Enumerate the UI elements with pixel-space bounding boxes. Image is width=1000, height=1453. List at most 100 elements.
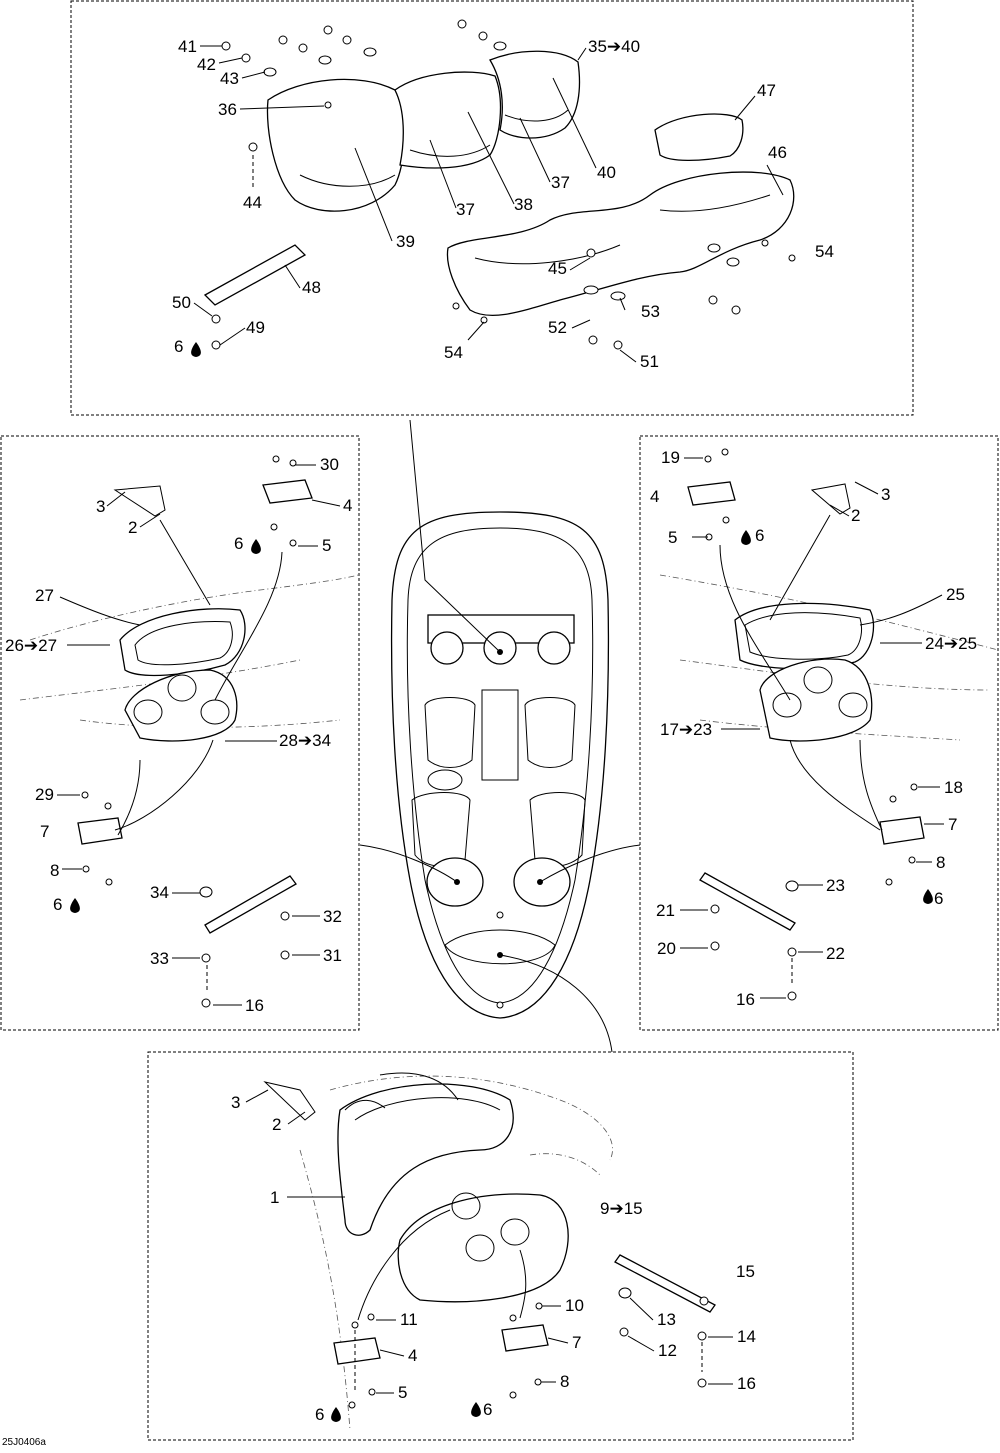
callout-label: 7 [948,815,957,834]
callout-label: 20 [657,939,676,958]
drop-icon [251,539,261,554]
left-panel-frame [0,435,360,1031]
hull-leader-left [359,844,458,883]
callout-label: 14 [737,1327,756,1346]
callout-label: 5 [398,1383,407,1402]
callout-label: 34 [150,883,169,902]
callout-label: 6 [174,337,183,356]
seat-cover-assembly [266,50,581,212]
drop-icon [741,530,751,545]
callout-label: 7 [40,822,49,841]
callout-label: 28➔34 [279,731,331,750]
hull-overview [390,511,610,1019]
callout-label: 42 [197,55,216,74]
right-callouts: 19 4 5 6 3 2 25 24➔25 17➔23 18 7 8 6 21 … [650,448,977,1009]
callout-label: 4 [408,1346,417,1365]
callout-label: 41 [178,37,197,56]
strap-48 [203,244,307,350]
callout-label: 50 [172,293,191,312]
bottom-callouts: 3 2 1 9➔15 11 10 4 7 5 8 6 6 15 13 12 14… [231,1093,756,1424]
callout-label: 51 [640,352,659,371]
hull-leader-top [409,419,501,653]
callout-label: 21 [656,901,675,920]
seat-base-46 [446,171,795,317]
callout-label: 4 [343,496,352,515]
right-panel-parts [659,448,999,1001]
callout-label: 10 [565,1296,584,1315]
callout-label: 12 [658,1341,677,1360]
callout-label: 17➔23 [660,720,712,739]
callout-label: 44 [243,193,262,212]
callout-label: 53 [641,302,660,321]
callout-label: 22 [826,944,845,963]
callout-label: 23 [826,876,845,895]
callout-label: 40 [597,163,616,182]
callout-label: 3 [96,497,105,516]
callout-label: 25 [946,585,965,604]
callout-label: 6 [755,526,764,545]
sealant-drop-icons [70,342,933,1422]
drop-icon [70,898,80,913]
bottom-leaders [245,1089,733,1394]
callout-label: 9➔15 [600,1199,643,1218]
callout-label: 54 [815,242,834,261]
hull-leader-bottom [499,954,613,1053]
callout-label: 30 [320,455,339,474]
drop-icon [331,1407,341,1422]
seat-cushion-47 [654,113,744,162]
callout-label: 33 [150,949,169,968]
callout-label: 52 [548,318,567,337]
drop-icon [191,342,201,357]
bottom-panel-parts [263,1072,716,1431]
bolt-row-top [221,19,507,152]
callout-label: 1 [270,1188,279,1207]
callout-label: 6 [483,1400,492,1419]
callout-label: 8 [936,853,945,872]
callout-label: 2 [128,518,137,537]
left-leaders [57,464,341,1006]
drop-icon [471,1402,481,1417]
callout-label: 45 [548,259,567,278]
callout-label: 32 [323,907,342,926]
right-panel-frame [639,435,999,1031]
callout-label: 49 [246,318,265,337]
callout-label: 8 [560,1372,569,1391]
callout-label: 2 [851,506,860,525]
top-callouts: 41 42 43 36 44 39 37 38 37 40 35➔40 47 4… [172,37,834,371]
bottom-panel-frame [147,1051,854,1441]
callout-label: 13 [657,1310,676,1329]
left-callouts: 3 2 30 4 6 5 27 26➔27 28➔34 29 7 8 6 34 … [5,455,352,1015]
callout-label: 29 [35,785,54,804]
callout-label: 3 [231,1093,240,1112]
callout-label: 54 [444,343,463,362]
callout-label: 16 [736,990,755,1009]
callout-label: 11 [400,1310,418,1329]
callout-label: 31 [323,946,342,965]
callout-label: 4 [650,487,659,506]
callout-label: 6 [315,1405,324,1424]
callout-label: 43 [220,69,239,88]
callout-label: 37 [551,173,570,192]
callout-label: 7 [572,1333,581,1352]
callout-label: 48 [302,278,321,297]
right-leaders [680,457,944,999]
callout-label: 36 [218,100,237,119]
left-panel-parts [19,455,359,1008]
callout-label: 15 [736,1262,755,1281]
callout-label: 6 [53,895,62,914]
seat-hardware [452,239,796,350]
callout-label: 16 [245,996,264,1015]
top-panel-frame [70,0,914,416]
callout-label: 5 [668,528,677,547]
callout-label: 47 [757,81,776,100]
callout-label: 24➔25 [925,634,977,653]
top-leaders [193,45,784,363]
drop-icon [923,889,933,904]
callout-label: 2 [272,1115,281,1134]
callout-label: 19 [661,448,680,467]
callout-label: 37 [456,200,475,219]
callout-label: 46 [768,143,787,162]
callout-label: 35➔40 [588,37,640,56]
callout-label: 18 [944,778,963,797]
